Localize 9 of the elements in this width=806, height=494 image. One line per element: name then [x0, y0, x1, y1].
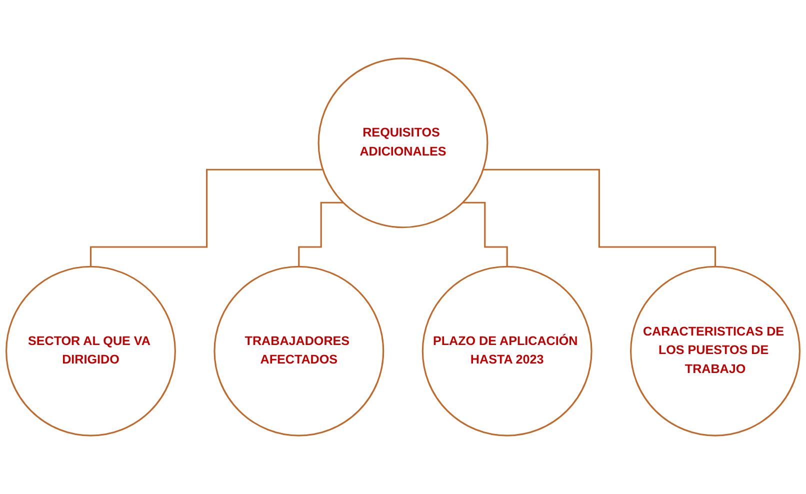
- node-circle: CARACTERISTICAS DE LOS PUESTOS DE TRABAJO: [630, 266, 800, 436]
- connector: [90, 168, 323, 268]
- connector: [483, 168, 716, 268]
- connector: [298, 202, 344, 268]
- node-circle: REQUISITOS ADICIONALES: [318, 58, 488, 228]
- connector: [462, 202, 508, 268]
- node-circle: TRABAJADORES AFECTADOS: [214, 266, 384, 436]
- node-circle: SECTOR AL QUE VA DIRIGIDO: [6, 266, 176, 436]
- node-circle: PLAZO DE APLICACIÓN HASTA 2023: [422, 266, 592, 436]
